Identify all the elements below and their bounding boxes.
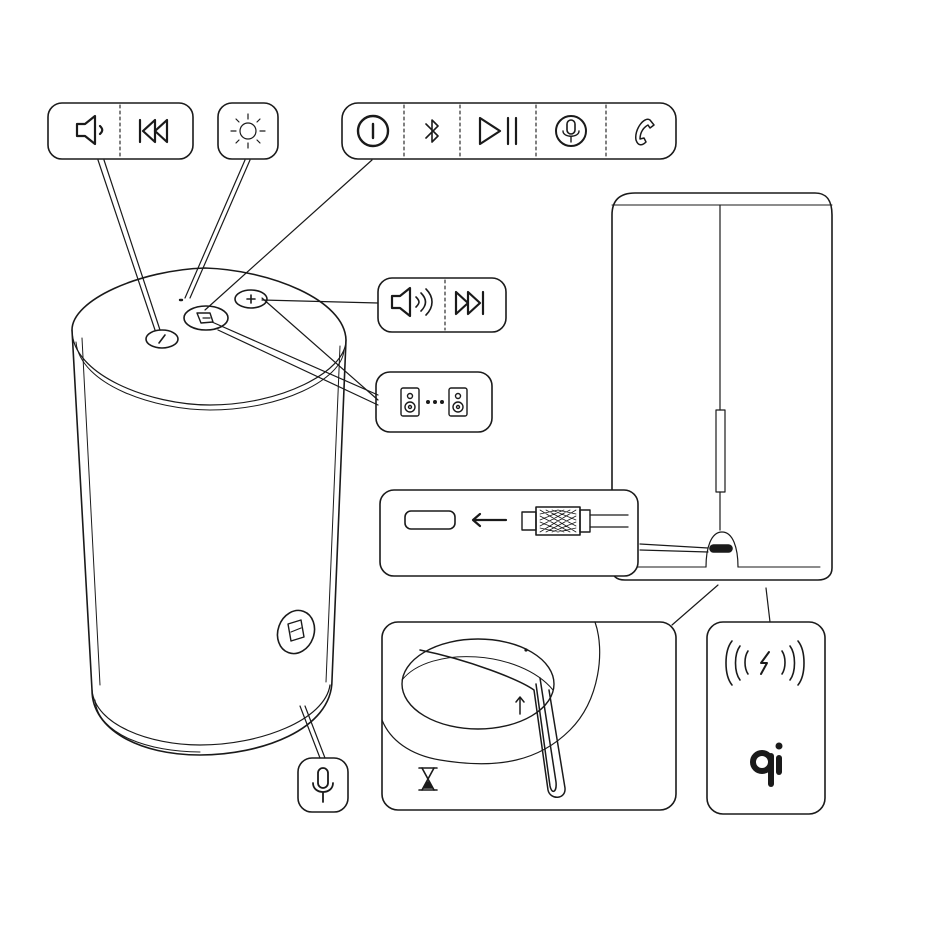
callout-wireless-charging <box>707 622 825 814</box>
hourglass-icon <box>419 768 437 790</box>
volume-down-icon <box>77 116 102 144</box>
ellipsis-icon <box>426 400 444 404</box>
qi-logo-icon <box>753 743 783 785</box>
wireless-charging-icon <box>726 641 804 685</box>
next-track-icon <box>456 292 483 314</box>
callout-usb-c-charging <box>380 490 638 576</box>
callout-multi-function <box>342 103 676 159</box>
volume-up-button[interactable] <box>235 290 267 308</box>
bluetooth-icon <box>426 120 438 142</box>
microphone-icon <box>313 768 333 802</box>
callout-microphone <box>298 758 348 812</box>
callout-status-light <box>218 103 278 159</box>
callout-reset-pinhole <box>382 622 676 810</box>
callout-volume-up-next <box>378 278 506 332</box>
speaker-body <box>72 268 346 755</box>
speaker-back-view <box>612 193 832 580</box>
callout-stereo-pair <box>376 372 492 432</box>
callout-volume-down-prev <box>48 103 193 159</box>
previous-track-icon <box>140 120 167 142</box>
leader-lines <box>98 160 770 758</box>
status-light-icon <box>231 114 265 148</box>
usb-c-port-back <box>710 545 732 552</box>
speaker-icon <box>401 388 419 416</box>
side-logo-button[interactable] <box>272 605 321 659</box>
speaker-icon <box>449 388 467 416</box>
power-icon <box>358 116 388 146</box>
play-pause-icon <box>480 118 516 144</box>
volume-down-button[interactable] <box>146 330 178 348</box>
volume-up-icon <box>392 288 432 316</box>
voice-assistant-icon <box>556 116 586 146</box>
phone-call-icon <box>636 119 654 144</box>
